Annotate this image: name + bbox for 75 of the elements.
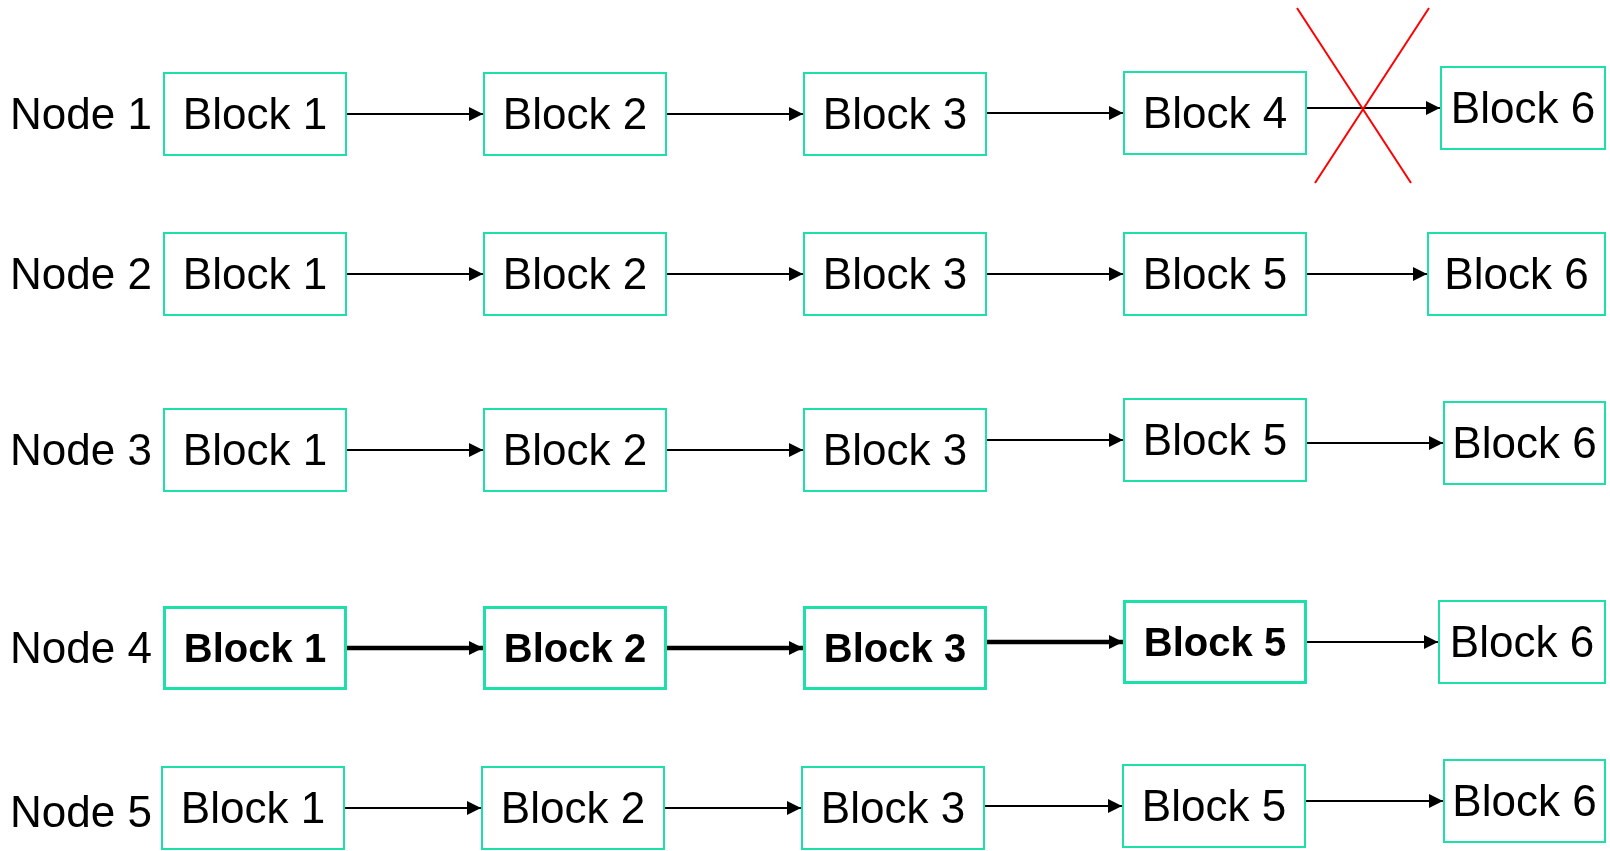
block-box bbox=[803, 232, 987, 316]
block-label: Block 1 bbox=[182, 89, 328, 139]
arrow bbox=[664, 801, 802, 815]
row-label: Node 3 bbox=[10, 425, 152, 475]
arrow bbox=[666, 107, 804, 121]
block-box bbox=[1122, 764, 1306, 848]
arrow bbox=[344, 801, 482, 815]
block-box bbox=[1440, 66, 1606, 150]
block-label: Block 5 bbox=[1141, 781, 1287, 831]
block-label: Block 1 bbox=[183, 625, 327, 671]
block-box bbox=[163, 232, 347, 316]
arrow bbox=[346, 107, 484, 121]
block-box bbox=[163, 408, 347, 492]
block-box bbox=[803, 408, 987, 492]
block-label: Block 2 bbox=[502, 425, 648, 475]
block-box bbox=[803, 72, 987, 156]
arrow bbox=[986, 433, 1124, 447]
block-label: Block 2 bbox=[502, 89, 648, 139]
block-box bbox=[1438, 600, 1606, 684]
block-box bbox=[161, 766, 345, 850]
block-label: Block 6 bbox=[1452, 776, 1597, 826]
arrow bbox=[986, 267, 1124, 281]
block-box bbox=[1123, 71, 1307, 155]
arrow bbox=[1306, 101, 1441, 115]
arrow bbox=[346, 267, 484, 281]
row-label: Node 5 bbox=[10, 787, 152, 837]
block-box bbox=[1443, 401, 1606, 485]
arrow bbox=[1305, 794, 1444, 808]
block-box bbox=[801, 766, 985, 850]
row-label: Node 2 bbox=[10, 249, 152, 299]
row-label: Node 1 bbox=[10, 89, 152, 139]
block-box bbox=[483, 72, 667, 156]
row-label: Node 4 bbox=[10, 623, 152, 673]
block-box bbox=[163, 72, 347, 156]
block-box bbox=[163, 606, 347, 690]
block-label: Block 3 bbox=[820, 783, 966, 833]
block-label: Block 5 bbox=[1142, 415, 1288, 465]
block-box bbox=[1123, 398, 1307, 482]
block-label: Block 3 bbox=[822, 425, 968, 475]
block-box bbox=[1123, 600, 1307, 684]
block-box bbox=[483, 408, 667, 492]
block-label: Block 6 bbox=[1444, 249, 1589, 299]
block-label: Block 1 bbox=[180, 783, 326, 833]
block-label: Block 1 bbox=[182, 249, 328, 299]
block-label: Block 3 bbox=[822, 249, 968, 299]
block-label: Block 2 bbox=[502, 249, 648, 299]
block-box bbox=[803, 606, 987, 690]
arrow bbox=[667, 641, 803, 655]
block-box bbox=[483, 232, 667, 316]
block-label: Block 2 bbox=[503, 625, 647, 671]
block-label: Block 2 bbox=[500, 783, 646, 833]
block-label: Block 4 bbox=[1142, 88, 1288, 138]
arrow bbox=[1306, 635, 1439, 649]
block-label: Block 6 bbox=[1452, 418, 1597, 468]
block-label: Block 5 bbox=[1143, 619, 1287, 665]
arrow bbox=[666, 443, 804, 457]
arrow bbox=[987, 635, 1123, 649]
block-box bbox=[1427, 232, 1606, 316]
block-label: Block 6 bbox=[1450, 83, 1596, 133]
arrow bbox=[346, 443, 484, 457]
arrow bbox=[1306, 436, 1444, 450]
arrow bbox=[984, 799, 1123, 813]
block-label: Block 3 bbox=[823, 625, 967, 671]
arrow bbox=[1306, 267, 1428, 281]
arrow bbox=[666, 267, 804, 281]
block-box bbox=[1443, 759, 1606, 843]
arrow bbox=[347, 641, 483, 655]
block-label: Block 3 bbox=[822, 89, 968, 139]
block-label: Block 5 bbox=[1142, 249, 1288, 299]
block-label: Block 1 bbox=[182, 425, 328, 475]
arrow bbox=[986, 106, 1124, 120]
block-box bbox=[1123, 232, 1307, 316]
block-box bbox=[481, 766, 665, 850]
block-label: Block 6 bbox=[1449, 617, 1595, 667]
block-box bbox=[483, 606, 667, 690]
